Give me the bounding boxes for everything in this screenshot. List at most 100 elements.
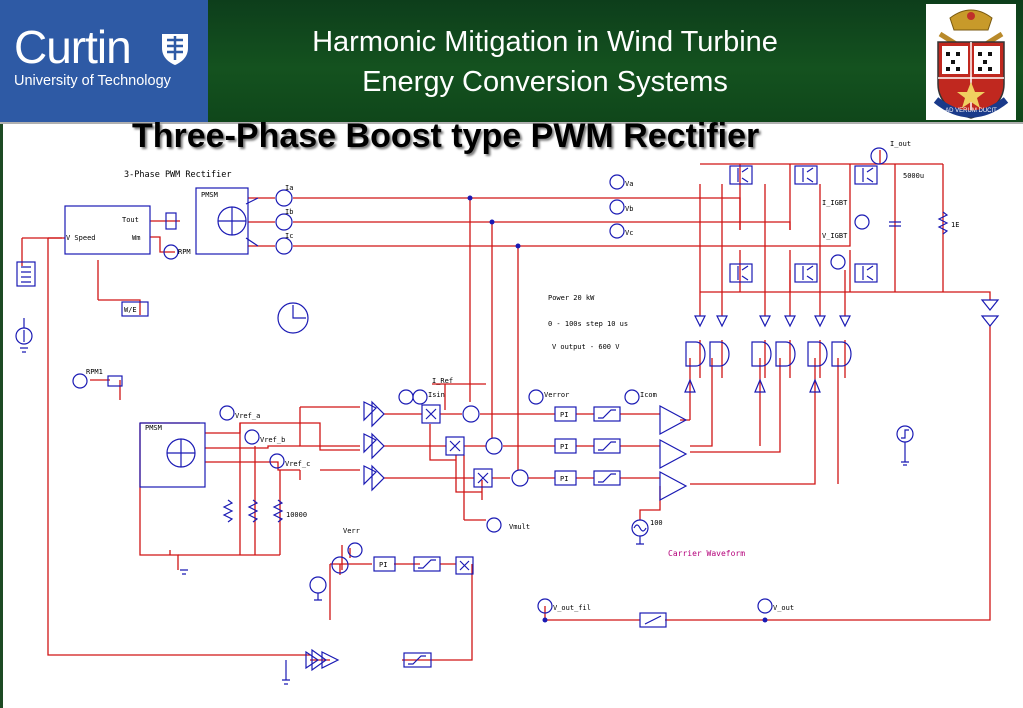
i-ref-label: I_Ref <box>432 377 453 385</box>
ib-label: Ib <box>285 208 293 216</box>
buffer-a <box>363 401 378 422</box>
igbt-top-1 <box>729 165 753 185</box>
battery-block <box>16 261 36 287</box>
pmsm-label-1: PMSM <box>201 191 218 199</box>
summer-c <box>511 469 529 487</box>
ratio-label: W/E <box>124 306 137 314</box>
voltmeter-verror <box>528 389 544 405</box>
info-vout: V output - 600 V <box>552 343 620 351</box>
carrier-waveform-label: Carrier Waveform <box>668 549 745 558</box>
clock-icon <box>277 302 309 334</box>
and-gate-5 <box>807 341 828 367</box>
rpm1-label: RPM1 <box>86 368 103 376</box>
crest-motto: AD VERUM DUCIT <box>945 108 997 114</box>
info-sim: 0 - 100s step 10 us <box>548 320 628 328</box>
pmsm-machine-2 <box>139 422 206 488</box>
speed-label: V Speed <box>66 234 96 242</box>
icom-label: Icom <box>640 391 657 399</box>
i-igbt-label: I_IGBT <box>822 199 848 207</box>
voltmeter-verr <box>347 542 363 558</box>
vout-fil-label: V_out_fil <box>553 604 591 612</box>
verror-label: Verror <box>544 391 569 399</box>
multiplier-a <box>421 404 441 424</box>
ammeter-igbt <box>854 214 870 230</box>
comparator-a <box>659 404 688 436</box>
vref-c-label: Vref_c <box>285 460 310 468</box>
shield-icon <box>162 34 188 65</box>
ammeter-ia <box>275 189 293 207</box>
summer-v <box>331 556 349 574</box>
vref-b-label: Vref_b <box>260 436 285 444</box>
logo-subtitle: University of Technology <box>14 73 171 89</box>
output-buffer <box>980 299 1000 311</box>
left-border <box>0 124 3 708</box>
verr-label: Verr <box>343 527 360 535</box>
university-crest: AD VERUM DUCIT <box>926 4 1016 120</box>
voltmeter-vout-fil <box>537 598 553 614</box>
cap-label: 5000u <box>903 172 924 180</box>
not-gate-1 <box>684 378 696 393</box>
summer-a <box>462 405 480 423</box>
resistor-c <box>272 499 284 523</box>
pi-controller-c <box>554 470 577 486</box>
pi-label-v: PI <box>379 561 387 569</box>
igbt-top-3 <box>854 165 878 185</box>
limiter-a <box>593 406 621 422</box>
igbt-top-2 <box>794 165 818 185</box>
buffer-c <box>363 465 378 486</box>
circuit-diagram: 3-Phase PWM Rectifier PMSM PMSM V Speed … <box>15 140 1000 685</box>
and-gate-3 <box>751 341 772 367</box>
tout-label: Tout <box>122 216 139 224</box>
comparator-c <box>659 470 688 502</box>
rpm1-meter <box>72 373 88 389</box>
red-wires <box>21 150 991 661</box>
resistor-b <box>247 499 259 523</box>
not-gate-3 <box>809 378 821 393</box>
iout-label: I_out <box>890 140 911 148</box>
ammeter-iout <box>870 147 888 165</box>
voltmeter-isin <box>412 389 428 405</box>
output-filter <box>639 612 667 628</box>
pi-controller-b <box>554 438 577 454</box>
slide-title-line2: Energy Conversion Systems <box>362 66 728 98</box>
limiter-c <box>593 470 621 486</box>
speed-block <box>64 205 151 255</box>
igbt-bottom-2 <box>794 263 818 283</box>
limiter-b <box>593 438 621 454</box>
rpm1-block <box>107 375 123 387</box>
limiter-v <box>413 556 441 572</box>
comparator-b <box>659 438 688 470</box>
multiplier-v <box>455 556 474 575</box>
pi-controller-v <box>373 556 396 572</box>
vref-a-label: Vref_a <box>235 412 260 420</box>
multiplier-c <box>473 468 493 488</box>
va-label: Va <box>625 180 633 188</box>
circuit-title: 3-Phase PWM Rectifier <box>124 170 231 180</box>
pmsm-label-2: PMSM <box>145 424 162 432</box>
voltmeter-vmult <box>486 517 502 533</box>
vout-label: V_out <box>773 604 794 612</box>
multiplier-b <box>445 436 465 456</box>
load-label: 1E <box>951 221 959 229</box>
isin-label: Isin <box>428 391 445 399</box>
header-divider <box>0 122 1023 124</box>
dc-capacitor <box>889 221 901 227</box>
curtin-logo: Curtin University of Technology <box>0 0 208 122</box>
ratio-block <box>121 301 149 317</box>
junction-dots <box>467 195 768 623</box>
pi-label-c: PI <box>560 475 568 483</box>
resistor-value: 10000 <box>286 511 307 519</box>
pi-controller-a <box>554 406 577 422</box>
crest-icon: AD VERUM DUCIT <box>933 9 1009 119</box>
dc-voltage-source <box>309 576 327 594</box>
voltmeter-i-ref <box>398 389 414 405</box>
rpm-label: RPM <box>178 248 191 256</box>
not-gate-2 <box>754 378 766 393</box>
and-gate-6 <box>831 341 852 367</box>
ammeter-ib <box>275 213 293 231</box>
voltmeter-vref-b <box>244 429 260 445</box>
and-gate-4 <box>775 341 796 367</box>
vc-label: Vc <box>625 229 633 237</box>
voltmeter-vref-a <box>219 405 235 421</box>
voltmeter-vref-c <box>269 453 285 469</box>
